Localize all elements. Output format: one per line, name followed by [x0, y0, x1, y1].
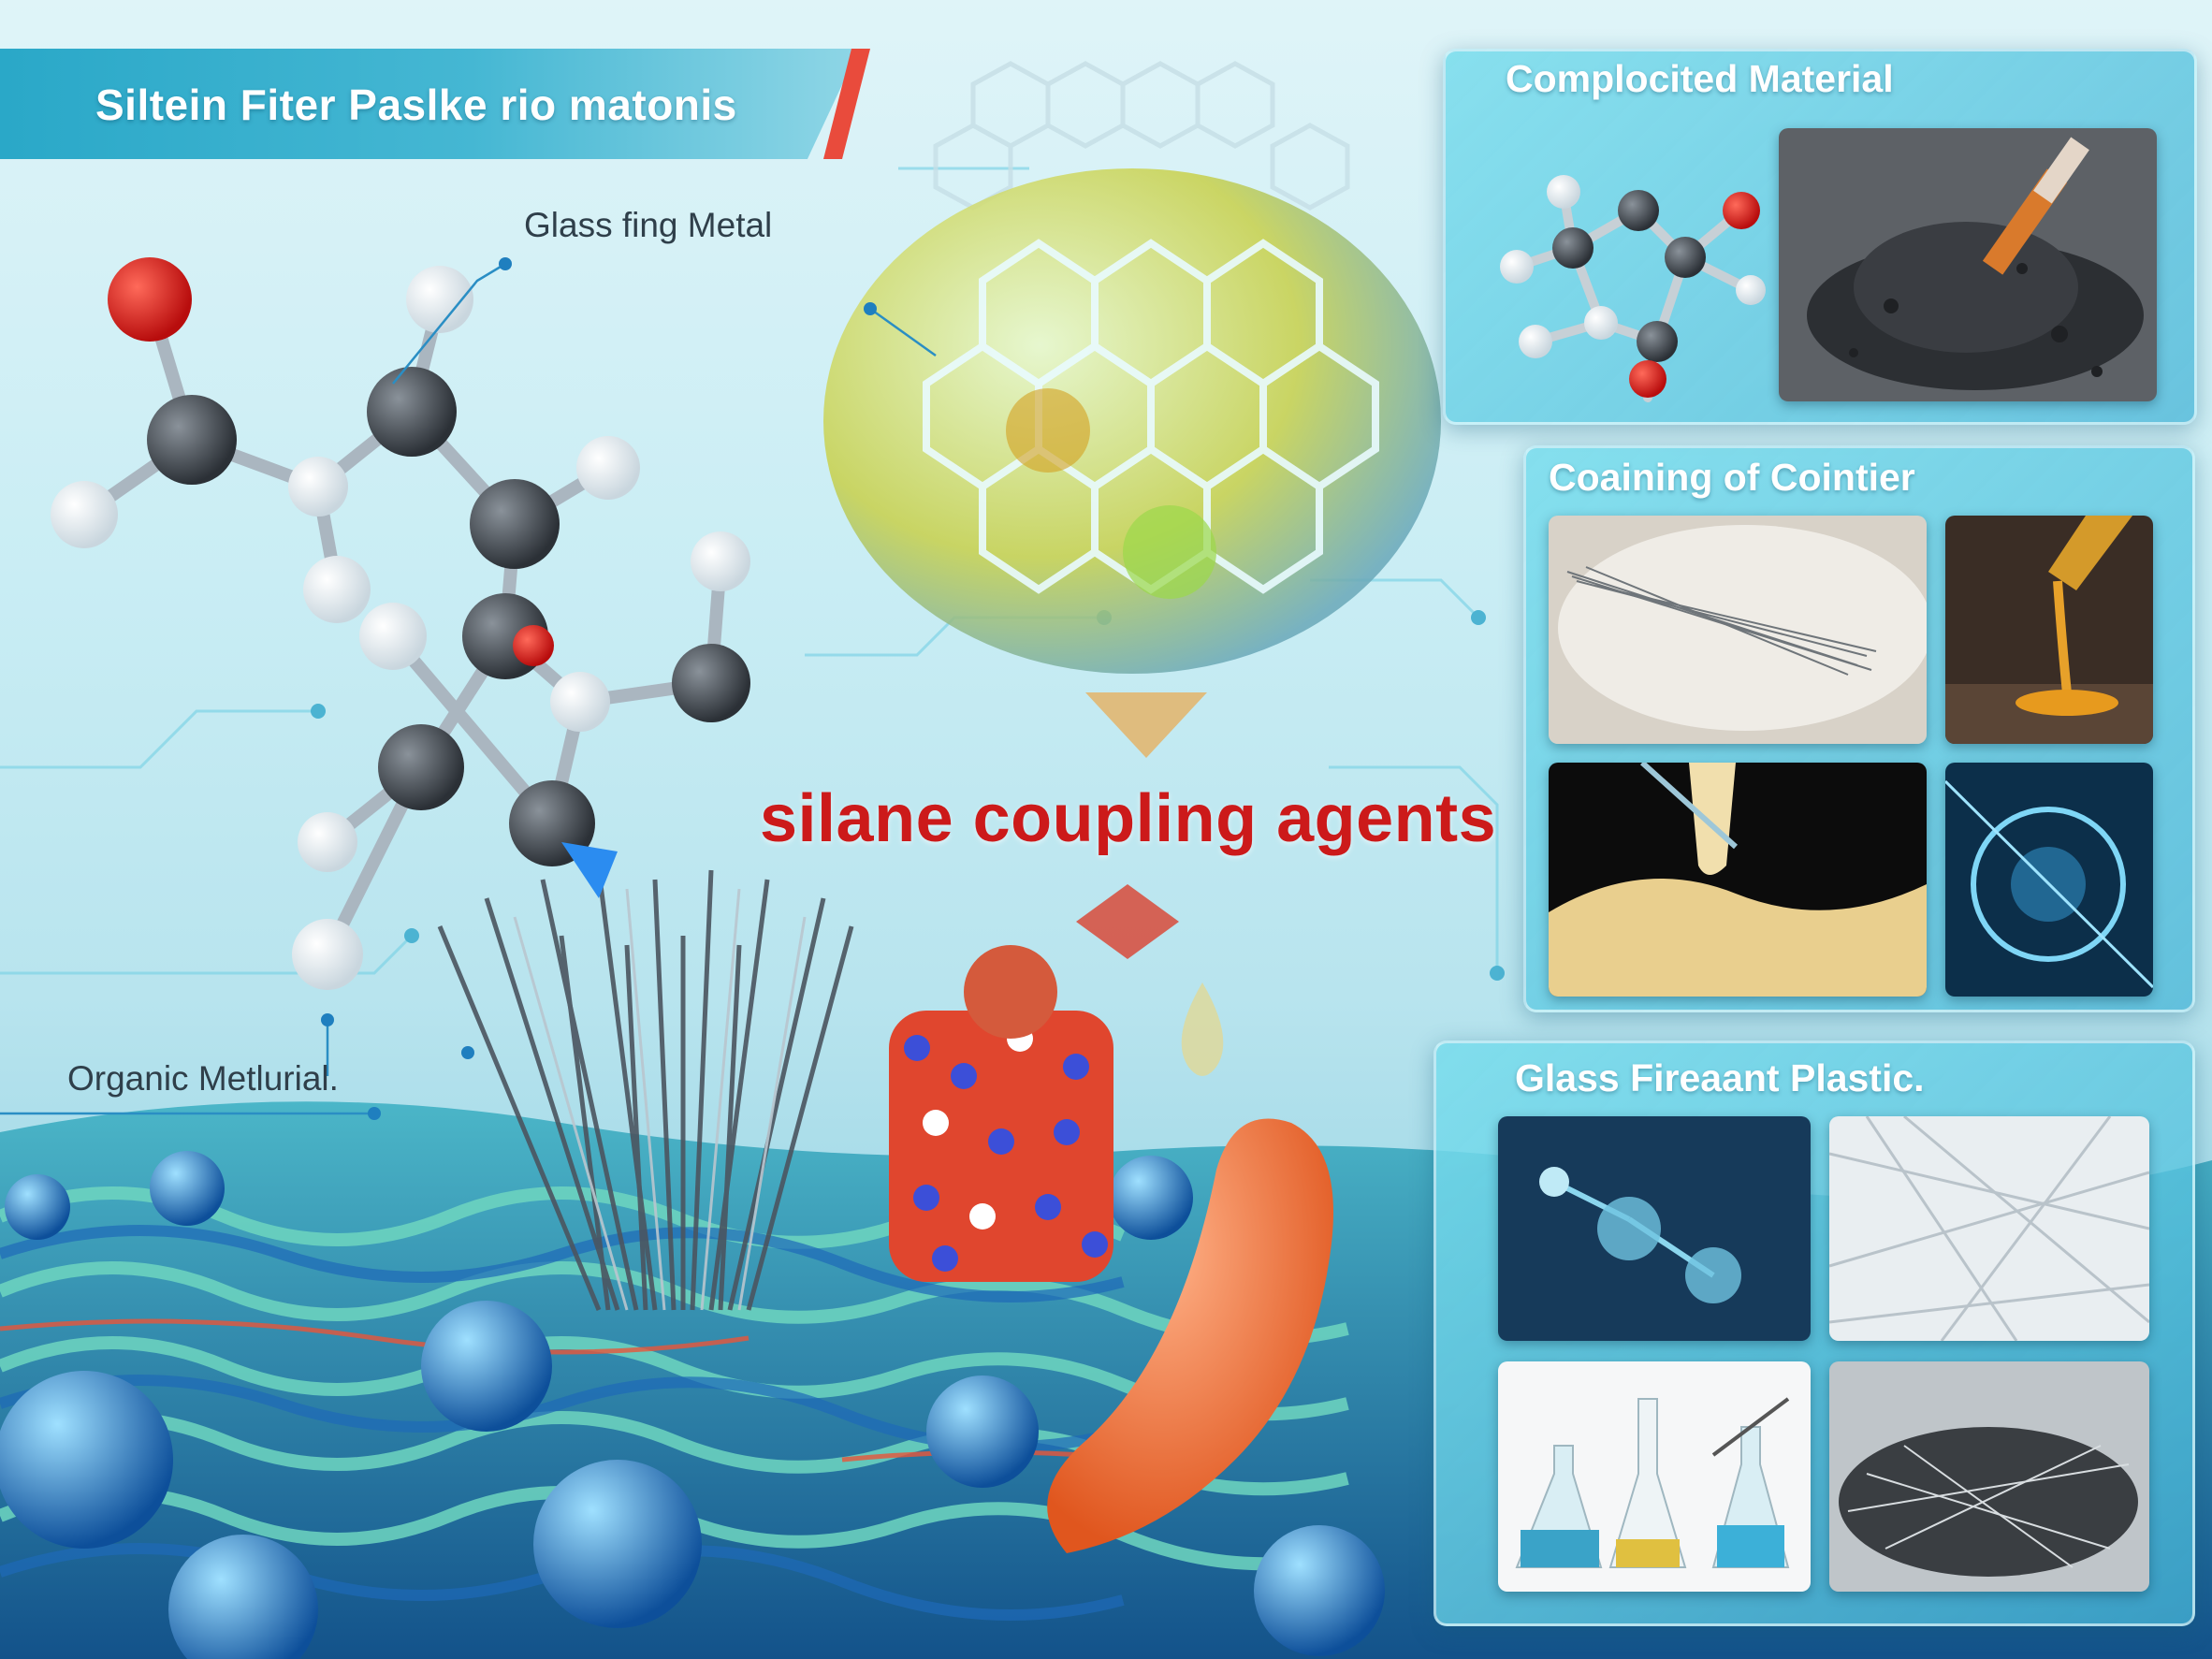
coaining-of-cointier-panel: Coaining of Cointier	[1523, 445, 2195, 1012]
glass-fireaant-plastic-panel: Glass Fireaant Plastic.	[1433, 1041, 2195, 1626]
panel-title: Coaining of Cointier	[1549, 456, 1915, 499]
complocited-material-panel: Complocited Material	[1443, 49, 2197, 425]
glass-molecule-image	[1498, 1116, 1811, 1341]
cream-pour-image	[1549, 763, 1927, 997]
page-title: Siltein Fiter Paslke rio matonis	[95, 80, 737, 129]
gray-fibers-image	[1829, 1361, 2149, 1592]
panel-title: Complocited Material	[1506, 57, 1894, 100]
title-banner	[0, 49, 859, 159]
lab-flasks-image	[1498, 1361, 1811, 1592]
white-fibers-image	[1829, 1116, 2149, 1341]
main-heading: silane coupling agents	[760, 781, 1497, 856]
blue-petri-dish-image	[1945, 763, 2153, 997]
black-powder-image	[1779, 128, 2157, 401]
organic-material-label: Organic Metlurial.	[67, 1059, 339, 1098]
panel-title: Glass Fireaant Plastic.	[1515, 1056, 1925, 1099]
honey-drip-image	[1945, 516, 2153, 744]
molecule-model-image	[1470, 126, 1797, 407]
glass-metal-label: Glass fing Metal	[524, 206, 773, 244]
glass-fiber-dish-image	[1549, 516, 1927, 744]
